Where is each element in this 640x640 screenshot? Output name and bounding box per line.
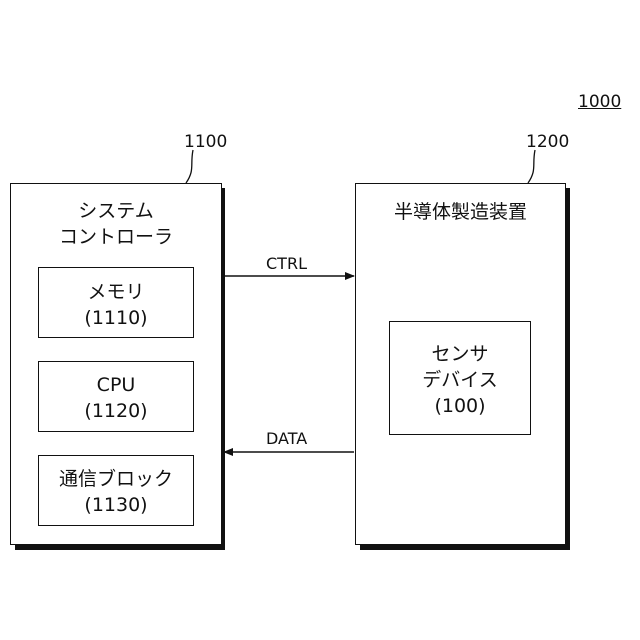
equipment-leader-line <box>528 150 535 183</box>
controller-leader-line <box>186 150 193 183</box>
